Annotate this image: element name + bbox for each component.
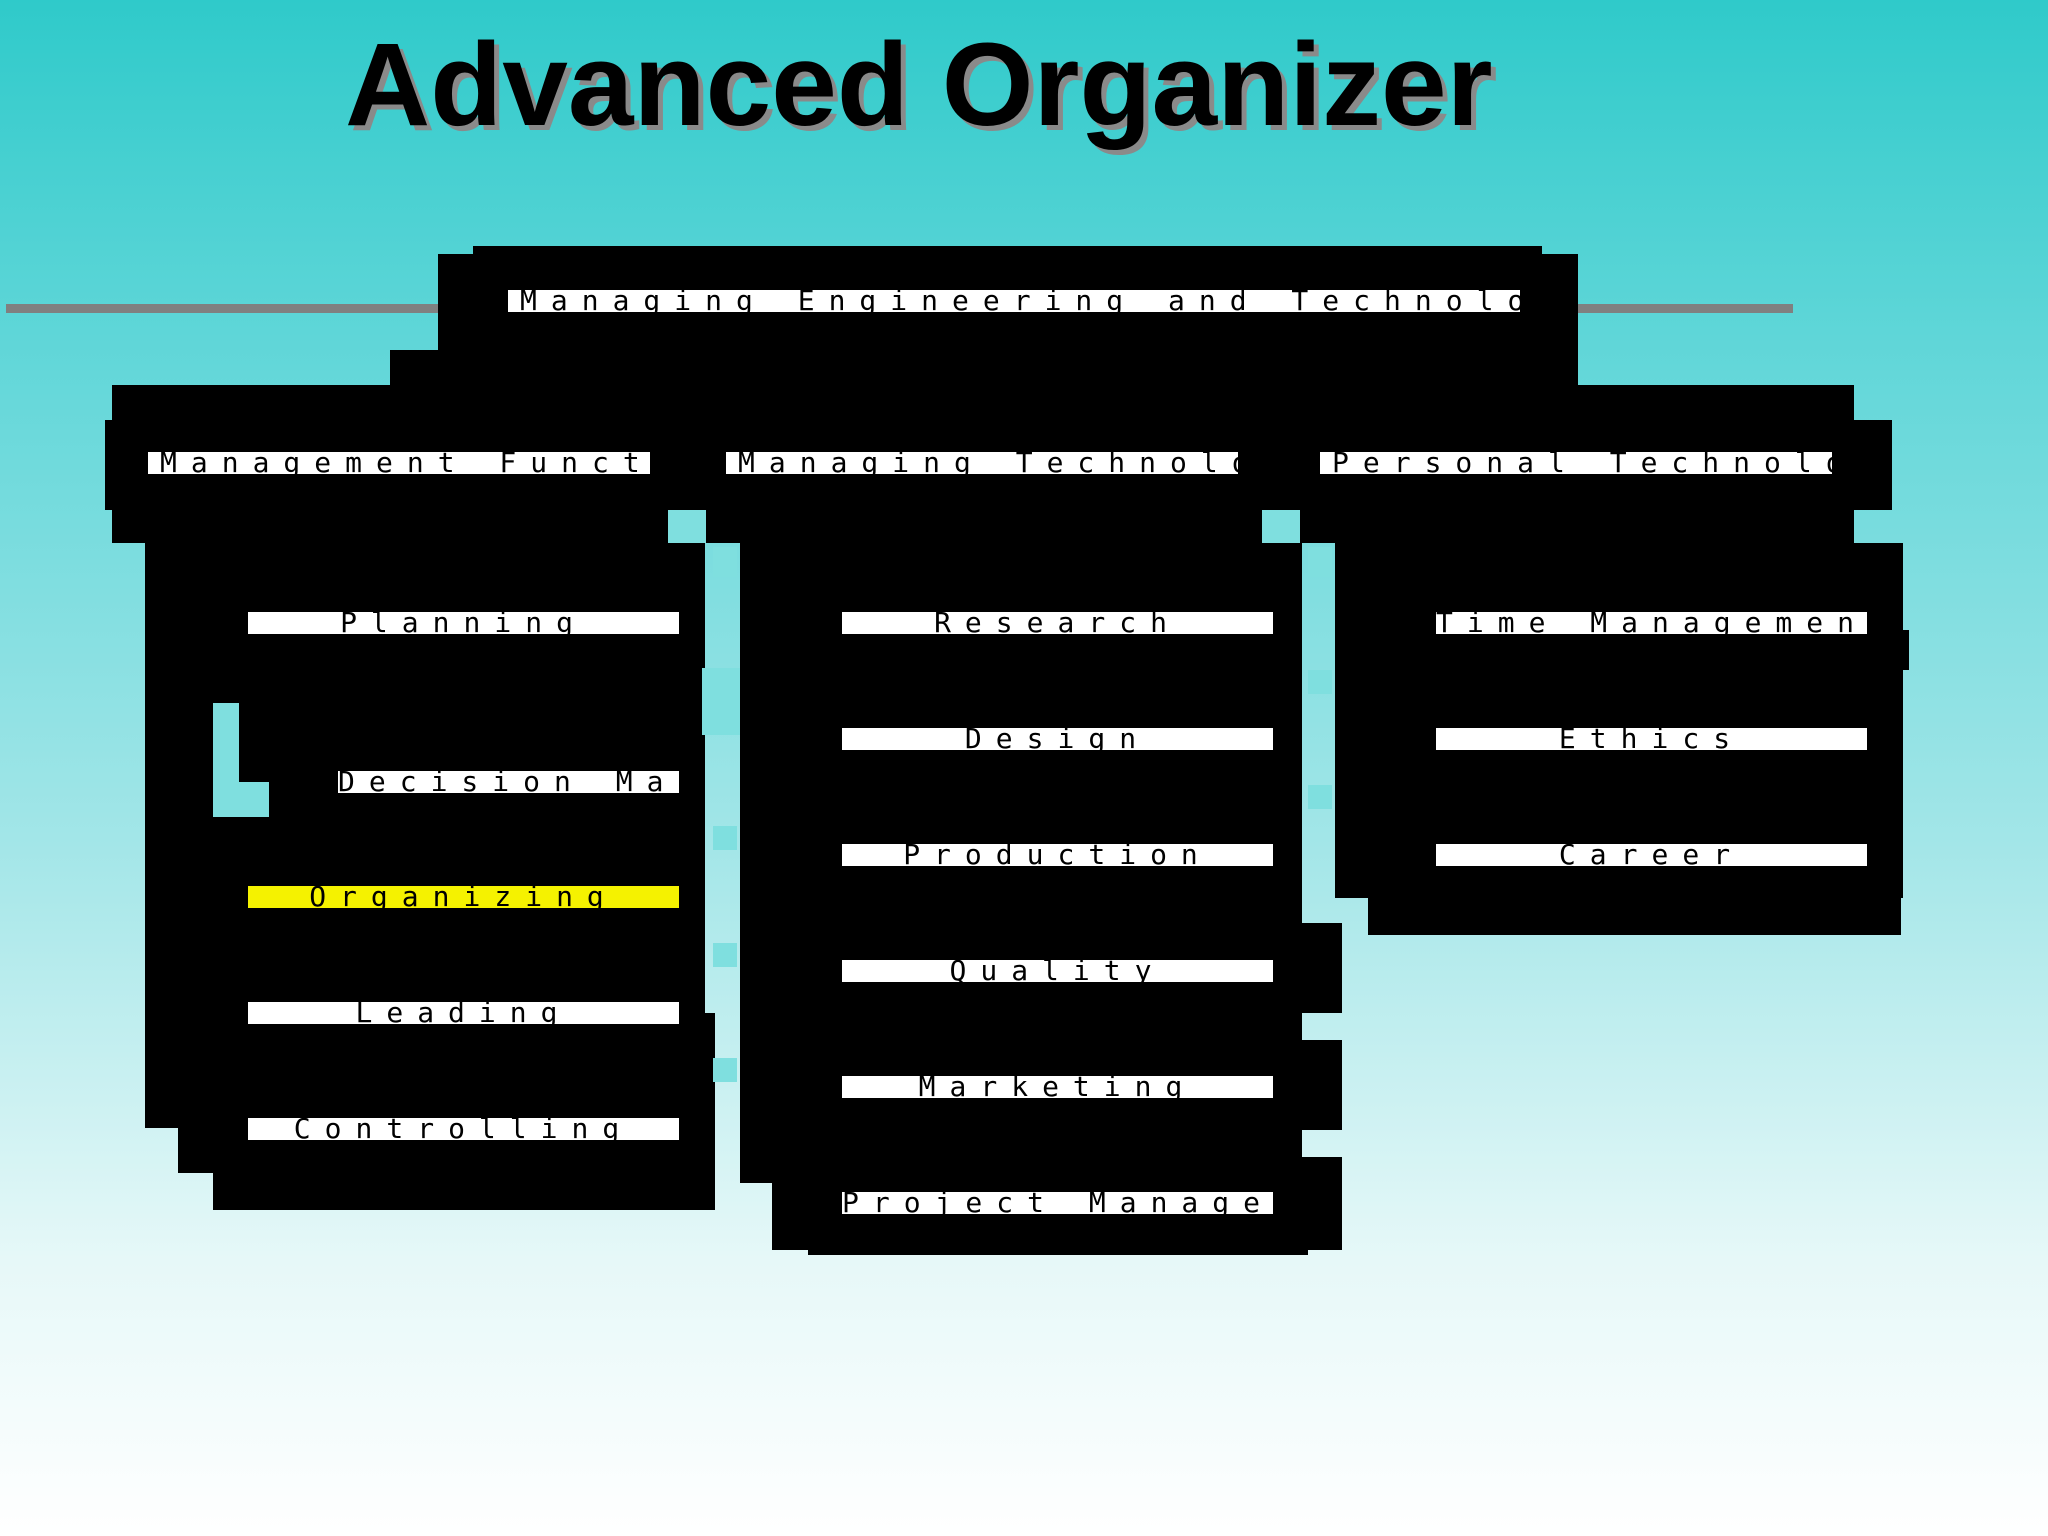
item-ethics: Ethics: [1436, 728, 1867, 750]
branch-label-managing-technology: Managing Technology: [726, 452, 1238, 474]
item-research: Research: [842, 612, 1273, 634]
item-time-management: Time Management: [1436, 612, 1867, 634]
item-production: Production: [842, 844, 1273, 866]
item-career: Career: [1436, 844, 1867, 866]
item-marketing: Marketing: [842, 1076, 1273, 1098]
item-controlling: Controlling: [248, 1118, 679, 1140]
item-organizing: Organizing: [248, 886, 679, 908]
root-label: Managing Engineering and Technology: [508, 290, 1520, 312]
item-planning: Planning: [248, 612, 679, 634]
branch-label-personal-technology: Personal Technology: [1320, 452, 1832, 474]
column-personal-technology: [1335, 543, 1903, 898]
item-project-management: Project Management: [842, 1192, 1273, 1214]
page-title: Advanced Organizer: [345, 19, 1493, 151]
item-decision-making: Decision Making: [338, 771, 679, 793]
item-design: Design: [842, 728, 1273, 750]
item-quality: Quality: [842, 960, 1273, 982]
item-leading: Leading: [248, 1002, 679, 1024]
branch-label-management-functions: Management Functions: [148, 452, 650, 474]
